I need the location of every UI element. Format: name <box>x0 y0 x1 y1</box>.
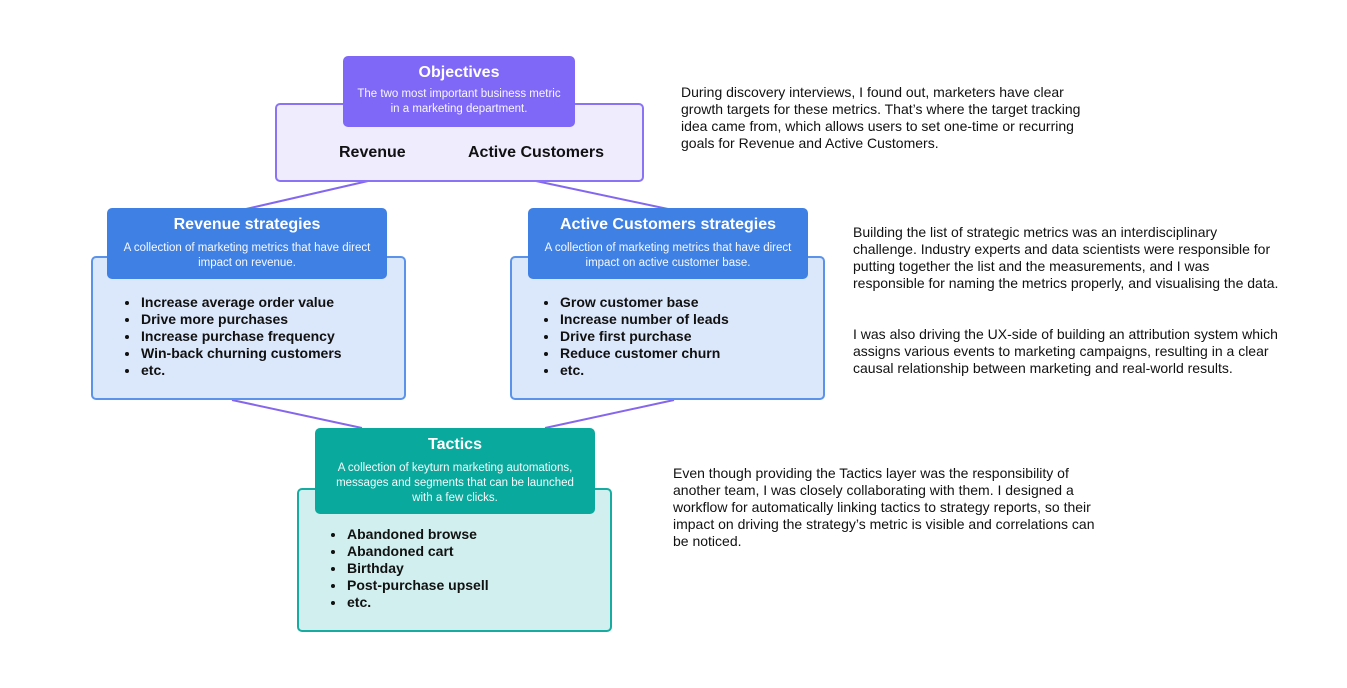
active-customers-strategies-title: Active Customers strategies <box>559 216 777 233</box>
list-item: Increase average order value <box>140 294 342 311</box>
list-item: Abandoned cart <box>346 543 489 560</box>
connector-revenue-tactics <box>231 399 363 429</box>
connector-active-tactics <box>544 399 675 429</box>
list-item: Birthday <box>346 560 489 577</box>
strategies-note-2: I was also driving the UX-side of buildi… <box>853 326 1278 376</box>
objectives-description: The two most important business metric i… <box>357 88 561 115</box>
list-item: Increase number of leads <box>559 311 729 328</box>
list-item: Reduce customer churn <box>559 345 729 362</box>
active-customers-strategies-panel <box>510 256 825 400</box>
active-customers-strategies-header: Active Customers strategies A collection… <box>528 208 808 279</box>
list-item: etc. <box>559 362 729 379</box>
list-item: etc. <box>346 594 489 611</box>
active-customers-strategies-list: Grow customer base Increase number of le… <box>541 294 729 379</box>
tactics-header: Tactics A collection of keyturn marketin… <box>315 428 595 514</box>
objectives-header: Objectives The two most important busine… <box>343 56 575 127</box>
revenue-strategies-title: Revenue strategies <box>173 216 321 233</box>
list-item: Drive first purchase <box>559 328 729 345</box>
list-item: Win-back churning customers <box>140 345 342 362</box>
strategies-note-1: Building the list of strategic metrics w… <box>853 224 1279 291</box>
list-item: Drive more purchases <box>140 311 342 328</box>
objective-revenue: Revenue <box>339 144 406 161</box>
revenue-strategies-list: Increase average order value Drive more … <box>122 294 342 379</box>
tactics-list: Abandoned browse Abandoned cart Birthday… <box>328 526 489 611</box>
revenue-strategies-panel <box>91 256 406 400</box>
tactics-note: Even though providing the Tactics layer … <box>673 465 1095 549</box>
active-customers-strategies-description: A collection of marketing metrics that h… <box>544 242 792 269</box>
list-item: Increase purchase frequency <box>140 328 342 345</box>
objectives-title: Objectives <box>418 64 500 81</box>
connector-objectives-revenue <box>245 180 369 210</box>
tactics-title: Tactics <box>428 436 482 453</box>
connector-objectives-active <box>535 180 669 210</box>
tactics-description: A collection of keyturn marketing automa… <box>336 462 574 504</box>
list-item: Grow customer base <box>559 294 729 311</box>
objectives-note: During discovery interviews, I found out… <box>681 84 1081 151</box>
revenue-strategies-description: A collection of marketing metrics that h… <box>123 242 371 269</box>
list-item: etc. <box>140 362 342 379</box>
revenue-strategies-header: Revenue strategies A collection of marke… <box>107 208 387 279</box>
list-item: Post-purchase upsell <box>346 577 489 594</box>
objective-active-customers: Active Customers <box>468 144 605 161</box>
list-item: Abandoned browse <box>346 526 489 543</box>
